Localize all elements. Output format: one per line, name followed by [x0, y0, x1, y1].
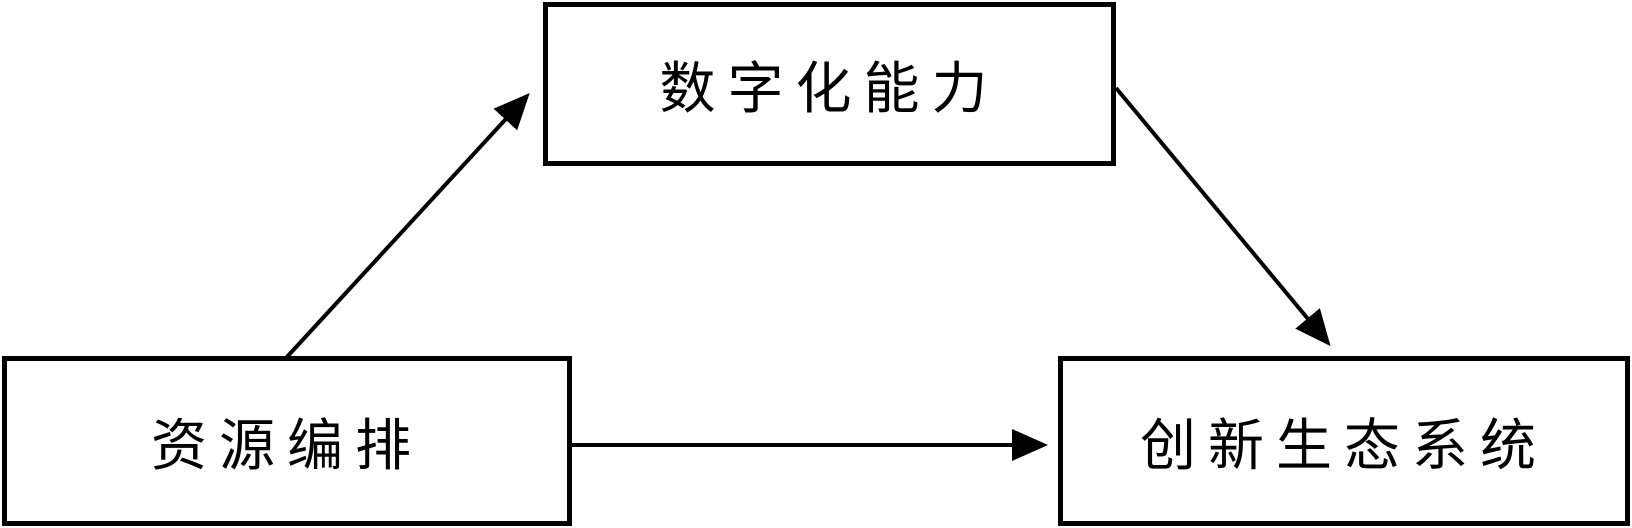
arrow-resource-to-digital: [284, 93, 530, 360]
node-label: 资源编排: [151, 413, 423, 479]
arrow-digital-to-ecosystem: [1114, 86, 1331, 347]
node-innovation-ecosystem: 创新生态系统: [1058, 356, 1630, 526]
node-label: 数字化能力: [659, 56, 1000, 122]
node-label: 创新生态系统: [1140, 413, 1548, 479]
node-resource-orchestration: 资源编排: [2, 356, 572, 526]
node-digital-capability: 数字化能力: [543, 2, 1116, 166]
